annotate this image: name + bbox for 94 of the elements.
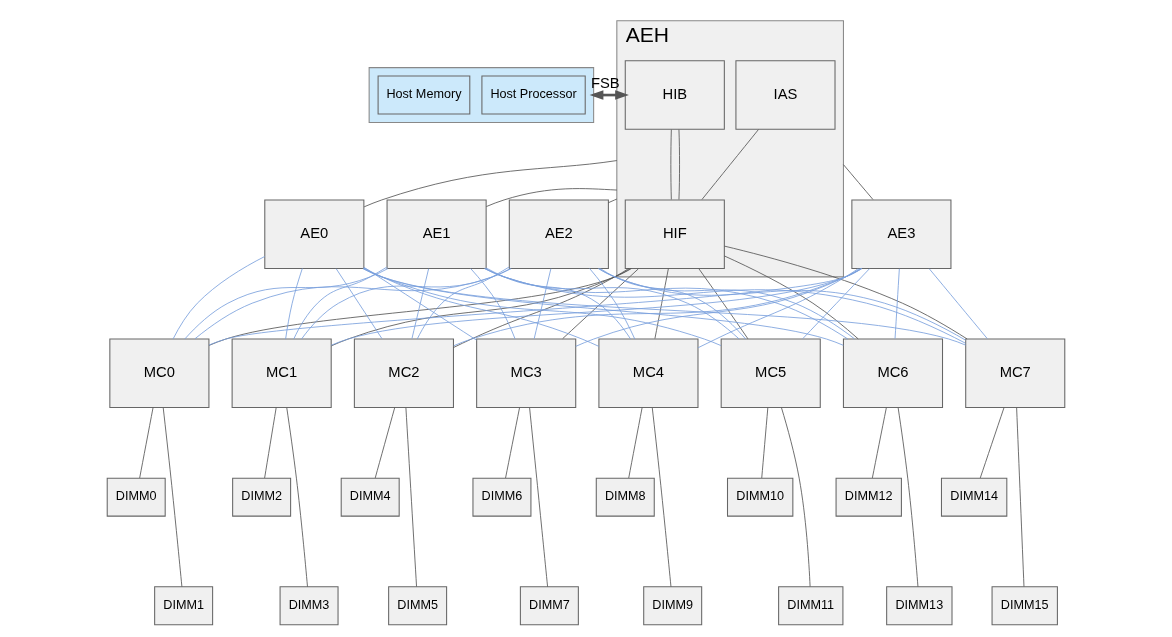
connector (485, 188, 618, 207)
connector (485, 267, 631, 340)
connector (701, 129, 759, 200)
node-box: IAS (735, 60, 836, 130)
connector (470, 268, 516, 340)
node-box: MC7 (965, 338, 1066, 409)
node-box: MC6 (842, 338, 944, 409)
node-box: MC5 (720, 338, 821, 409)
node-box: DIMM7 (519, 586, 579, 626)
node-box: DIMM4 (340, 477, 400, 517)
connector (802, 268, 870, 340)
connector (208, 268, 863, 346)
node-box: DIMM14 (940, 477, 1008, 517)
connector (485, 268, 740, 340)
node-box: AE3 (851, 199, 952, 269)
node-box: AE2 (508, 199, 609, 269)
connector (670, 129, 672, 200)
node-box: DIMM1 (154, 586, 214, 626)
node-box: DIMM15 (991, 586, 1058, 626)
connector (363, 268, 722, 346)
connector (894, 268, 900, 340)
node-box: MC1 (231, 338, 332, 409)
node-box: AE1 (386, 199, 487, 269)
connector (286, 407, 308, 588)
connector (781, 407, 811, 587)
node-box: DIMM8 (595, 477, 655, 517)
connector (529, 407, 548, 588)
connector (724, 245, 968, 340)
connector (597, 268, 967, 341)
connector (363, 160, 618, 208)
connector (723, 255, 859, 340)
connector (562, 268, 639, 340)
node-box: DIMM9 (643, 586, 703, 626)
node-box: DIMM5 (388, 586, 448, 626)
node-box: DIMM6 (472, 477, 532, 517)
connector (335, 268, 383, 340)
connector (843, 164, 874, 200)
node-box: MC3 (476, 338, 577, 409)
node-box: AE0 (264, 199, 365, 269)
connector (285, 268, 303, 340)
node-box: DIMM2 (232, 477, 292, 517)
node-box: DIMM0 (106, 477, 166, 517)
connector (363, 267, 600, 347)
node-box: MC4 (598, 338, 699, 409)
connector (698, 268, 749, 340)
connector (575, 268, 861, 347)
connector (184, 268, 389, 340)
connector (761, 407, 769, 479)
node-box: DIMM3 (279, 586, 339, 626)
connector (589, 268, 636, 340)
connector (678, 129, 680, 200)
connector (405, 407, 417, 587)
connector (897, 407, 919, 588)
arrow (589, 90, 629, 100)
connector (651, 407, 672, 588)
connector (598, 268, 855, 340)
connector (599, 268, 747, 340)
connector (331, 268, 632, 347)
connector (362, 268, 967, 346)
connector (697, 268, 859, 349)
connector (172, 256, 266, 340)
connector (139, 407, 154, 479)
connector (453, 268, 630, 348)
connector (194, 268, 512, 340)
connector (484, 268, 849, 340)
connector (608, 198, 618, 204)
connector (979, 407, 1005, 479)
node-box: DIMM10 (726, 477, 794, 517)
connector (484, 268, 966, 344)
connector (416, 266, 510, 340)
node-box: MC0 (109, 338, 210, 409)
connector (654, 268, 669, 340)
node-box: Host Processor (481, 75, 586, 115)
node-box: DIMM12 (835, 477, 902, 517)
node-box: HIB (624, 60, 725, 130)
connector (264, 407, 277, 479)
connector (505, 407, 520, 479)
connector (374, 407, 396, 479)
connector (162, 407, 183, 588)
connector (533, 268, 552, 340)
node-box: HIF (624, 199, 725, 269)
connector (453, 268, 862, 347)
connector (411, 268, 430, 340)
node-box: DIMM13 (886, 586, 953, 626)
connector (301, 268, 511, 340)
connector (208, 268, 632, 346)
node-box: MC2 (353, 338, 454, 409)
connector (628, 407, 643, 479)
node-box: Host Memory (377, 75, 471, 115)
connector (1016, 407, 1025, 587)
node-box: DIMM11 (778, 586, 844, 626)
connector (871, 407, 887, 479)
connector (928, 268, 988, 340)
connector (293, 266, 388, 340)
